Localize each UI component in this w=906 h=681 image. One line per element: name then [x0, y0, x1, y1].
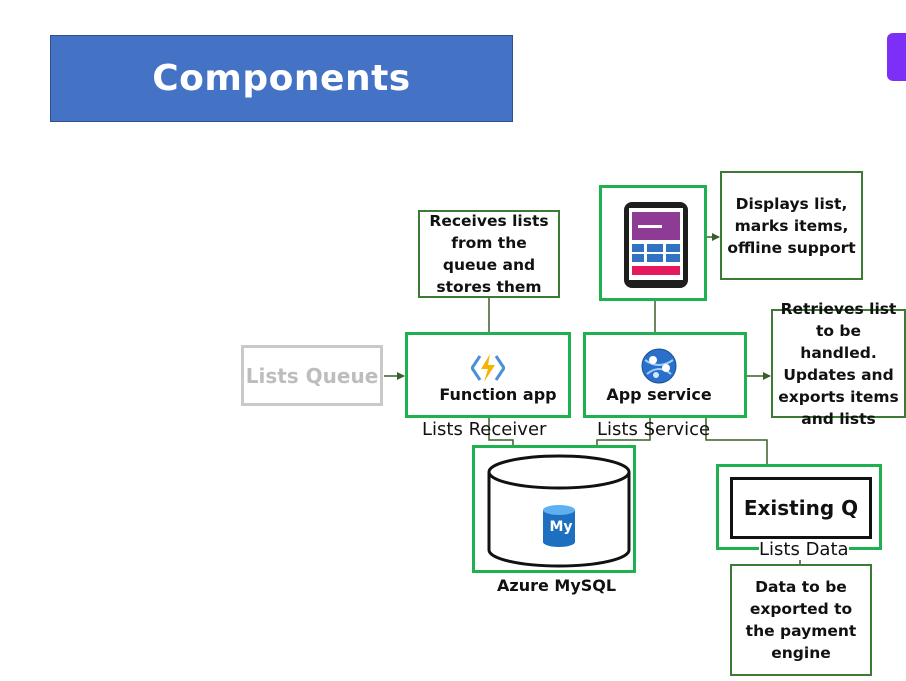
note-data-export-text: Data to be exported to the payment engin… — [745, 578, 857, 662]
side-tab[interactable] — [887, 33, 906, 81]
azure-mysql-label: Azure MySQL — [497, 576, 617, 595]
globe-network-icon — [641, 348, 677, 388]
mysql-badge: My — [549, 519, 573, 535]
lists-receiver-caption: Lists Receiver — [422, 419, 547, 440]
lists-data-caption: Lists Data — [759, 539, 849, 560]
database-cylinder-icon — [487, 454, 631, 572]
note-receives: Receives lists from the queue and stores… — [418, 210, 560, 298]
note-displays: Displays list, marks items, offline supp… — [720, 171, 863, 280]
app-service-box: App service — [583, 332, 747, 418]
title-banner: Components — [50, 35, 513, 122]
function-app-box: Function app — [405, 332, 571, 418]
tablet-client-box — [599, 185, 707, 301]
lightning-bolt-icon — [470, 353, 506, 387]
lists-service-caption: Lists Service — [597, 419, 711, 440]
function-app-label: Function app — [439, 385, 557, 404]
note-data-export: Data to be exported to the payment engin… — [730, 564, 872, 676]
note-receives-text: Receives lists from the queue and stores… — [429, 212, 549, 296]
mysql-box: My — [472, 445, 636, 573]
existing-q-inner: Existing Q — [730, 477, 872, 539]
note-retrieves-text: Retrieves list to be handled. Updates an… — [778, 299, 899, 428]
note-retrieves: Retrieves list to be handled. Updates an… — [771, 300, 906, 428]
tablet-icon — [623, 201, 689, 293]
slide-title: Components — [152, 58, 411, 99]
note-displays-text: Displays list, marks items, offline supp… — [727, 194, 856, 257]
lists-queue: Lists Queue — [241, 345, 383, 406]
existing-q-label: Existing Q — [743, 496, 859, 520]
lists-queue-label: Lists Queue — [245, 363, 379, 388]
existing-q-box: Existing Q — [716, 464, 882, 550]
app-service-label: App service — [606, 385, 712, 404]
